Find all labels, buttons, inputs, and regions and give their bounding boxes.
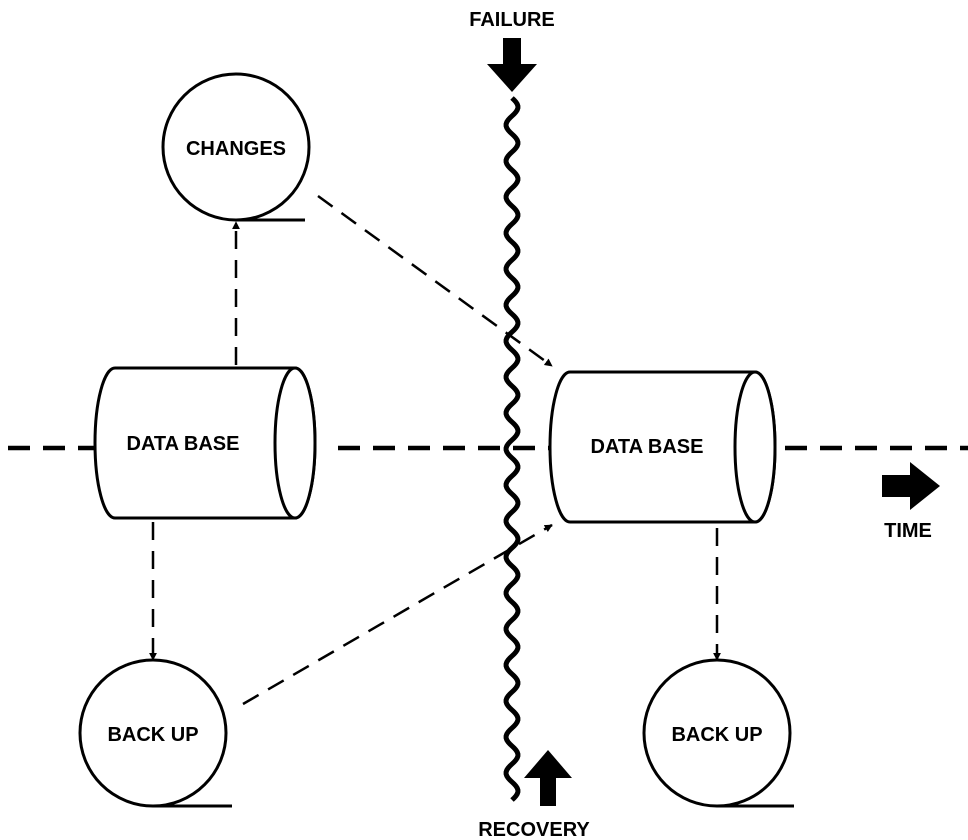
database-left-cylinder: DATA BASE (93, 366, 317, 520)
recovery-label: RECOVERY (478, 819, 590, 840)
time-label: TIME (884, 520, 932, 542)
backup-left-label: BACK UP (107, 724, 198, 746)
arrow-changes-to-db-right (317, 194, 553, 368)
backup-left-tape-reel: BACK UP (78, 658, 232, 808)
changes-label: CHANGES (186, 138, 286, 160)
arrow-backup-to-db-right (242, 523, 553, 706)
backup-right-label: BACK UP (671, 724, 762, 746)
database-right-cylinder: DATA BASE (548, 370, 777, 524)
database-right-label: DATA BASE (591, 436, 704, 458)
failure-boundary-wave (503, 96, 521, 802)
recovery-arrow-icon (524, 750, 572, 806)
time-arrow-icon (882, 462, 940, 510)
database-left-label: DATA BASE (127, 433, 240, 455)
failure-label: FAILURE (469, 9, 555, 31)
changes-tape-reel: CHANGES (161, 72, 311, 222)
failure-arrow-icon (487, 38, 537, 92)
backup-right-tape-reel: BACK UP (642, 658, 794, 808)
